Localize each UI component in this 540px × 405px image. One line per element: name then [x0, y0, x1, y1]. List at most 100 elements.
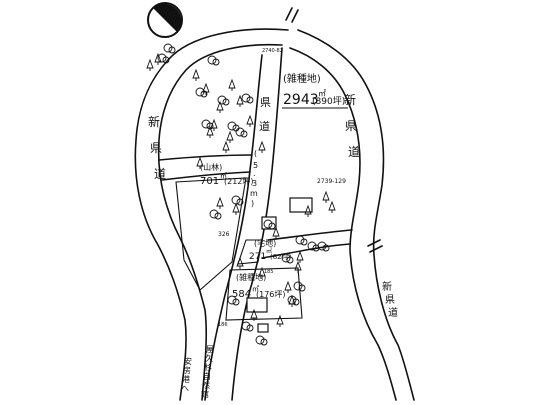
- road-break-mark-right: [367, 239, 383, 253]
- bush-tree-icon: [168, 46, 176, 54]
- conifer-tree-icon: [276, 314, 284, 327]
- place-char: 久: [205, 353, 213, 363]
- bush-tree-icon: [212, 58, 220, 66]
- tree-cluster: [146, 43, 336, 346]
- bush-tree-icon: [209, 209, 219, 219]
- bush-tree-icon: [292, 298, 300, 306]
- lower-parcel-boundary: [225, 267, 303, 321]
- conifer-tree-icon: [210, 118, 218, 131]
- left-parcel-boundary: [175, 177, 247, 291]
- north-arrow-icon: [147, 2, 183, 38]
- parcel-unit: ㎡: [220, 172, 227, 180]
- survey-note-left-lower: 326: [218, 231, 230, 238]
- cross-road-south-edge: [161, 171, 251, 181]
- inner-road-width-label: ( 5 . 3 m ): [250, 149, 258, 208]
- bush-tree-icon: [227, 121, 237, 131]
- survey-note-mid-small: 185: [264, 269, 274, 275]
- conifer-tree-icon: [272, 226, 280, 239]
- outer-road-right-edge: [297, 29, 415, 401]
- conifer-tree-icon: [288, 294, 296, 307]
- bush-tree-icon: [255, 335, 265, 345]
- parcel-area: 2943: [283, 92, 319, 108]
- parcel-tsubo: (82坪): [270, 253, 292, 261]
- road-label-upper-left: 新 県 道: [148, 114, 166, 181]
- parcel-type: (山林): [200, 162, 222, 172]
- place-char: 杉: [204, 362, 212, 372]
- width-label-char: m: [250, 189, 258, 198]
- road-label-char: 道: [154, 167, 166, 181]
- bottom-direction-label: 安 房 港 へ: [181, 356, 192, 393]
- place-char: 自: [203, 371, 211, 381]
- parcel-unit: ㎡: [252, 285, 259, 293]
- building-tiny: [257, 323, 269, 333]
- east-connector-south-edge: [261, 243, 351, 259]
- middle-parcel-boundary: [237, 239, 263, 265]
- building-large: [289, 197, 313, 213]
- bush-tree-icon: [222, 98, 230, 106]
- road-label-char: 道: [348, 145, 360, 159]
- conifer-tree-icon: [284, 280, 292, 293]
- bush-tree-icon: [236, 198, 244, 206]
- place-char: 然: [202, 380, 210, 390]
- conifer-tree-icon: [236, 94, 244, 107]
- parcel-area: 701: [200, 176, 219, 187]
- outer-road-inner-edge-east: [289, 47, 397, 401]
- bush-tree-icon: [201, 119, 211, 129]
- direction-char: 房: [183, 365, 191, 375]
- road-label-char: 道: [388, 306, 398, 319]
- conifer-tree-icon: [236, 256, 244, 269]
- conifer-tree-icon: [216, 100, 224, 113]
- bush-tree-icon: [241, 93, 251, 103]
- direction-char: へ: [181, 384, 189, 393]
- road-label-char: 県: [150, 141, 162, 155]
- cross-road-north-edge: [158, 154, 253, 161]
- place-char: 館: [201, 389, 209, 399]
- building-lower: [246, 297, 268, 313]
- road-label-inner: 県 道: [259, 96, 271, 133]
- conifer-tree-icon: [328, 200, 336, 213]
- bush-tree-icon: [286, 256, 294, 264]
- conifer-tree-icon: [206, 125, 214, 138]
- bush-tree-icon: [214, 212, 222, 220]
- parcel-label-lower: (雑種地) 584 ㎡ (176坪): [232, 272, 286, 300]
- bush-tree-icon: [263, 219, 273, 229]
- conifer-tree-icon: [322, 190, 330, 203]
- bush-tree-icon: [227, 295, 237, 305]
- parcel-area: 584: [232, 289, 251, 300]
- bush-tree-icon: [317, 241, 327, 251]
- conifer-tree-icon: [228, 78, 236, 91]
- parcel-tsubo: (176坪): [256, 290, 286, 299]
- road-label-char: 新: [382, 280, 392, 293]
- width-label-char: (: [254, 149, 257, 158]
- road-label-char: 新: [344, 92, 356, 107]
- conifer-tree-icon: [226, 130, 234, 143]
- bush-tree-icon: [312, 244, 320, 252]
- parcel-type: (雑種地): [283, 72, 321, 85]
- parcel-label-large: (雑種地) 2943 ㎡ (890坪): [283, 72, 345, 108]
- bush-tree-icon: [295, 235, 305, 245]
- conifer-tree-icon: [258, 140, 266, 153]
- parcel-label-middle: (宅地) 271 ㎡ (82坪): [249, 238, 292, 262]
- bush-tree-icon: [246, 96, 254, 104]
- road-break-mark-top: [285, 7, 299, 23]
- bush-tree-icon: [206, 122, 214, 130]
- bush-tree-icon: [231, 195, 241, 205]
- bush-tree-icon: [200, 90, 208, 98]
- road-label-char: 県: [345, 119, 357, 133]
- width-label-char: 5: [253, 161, 258, 170]
- conifer-tree-icon: [146, 58, 154, 71]
- building-small: [261, 216, 277, 230]
- outer-road-inner-edge-west: [157, 43, 283, 401]
- parcel-unit: ㎡: [318, 89, 326, 98]
- parcel-type: (宅地): [254, 238, 276, 248]
- road-label-char: 県: [260, 96, 271, 109]
- conifer-tree-icon: [258, 266, 266, 279]
- parcel-tsubo: (890坪): [312, 96, 345, 107]
- bush-tree-icon: [307, 241, 317, 251]
- bush-tree-icon: [298, 284, 306, 292]
- parcel-area: 271: [249, 252, 266, 262]
- conifer-tree-icon: [246, 114, 254, 127]
- bush-tree-icon: [260, 338, 268, 346]
- bush-tree-icon: [162, 56, 170, 64]
- conifer-tree-icon: [154, 52, 162, 65]
